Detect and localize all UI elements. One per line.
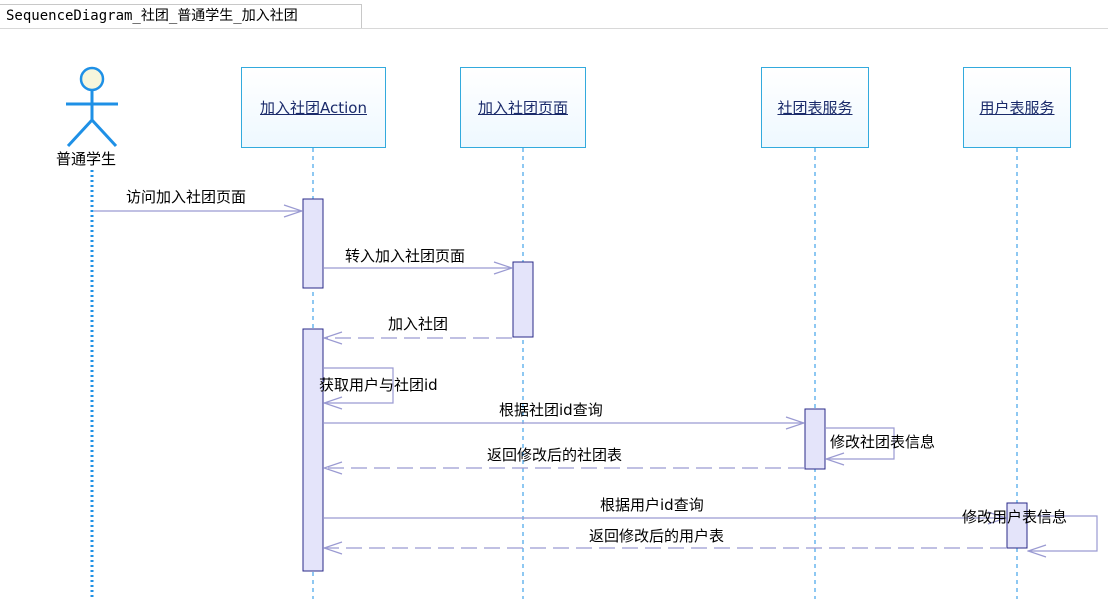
message-arrow-9 — [1028, 515, 1098, 551]
lifeline-page-label: 加入社团页面 — [477, 99, 568, 117]
lifeline-action-label: 加入社团Action — [260, 99, 367, 117]
actor-icon — [66, 66, 118, 148]
lifeline-action-box[interactable]: 加入社团Action — [241, 67, 386, 148]
message-label-3: 加入社团 — [388, 315, 449, 333]
actor-label: 普通学生 — [56, 150, 117, 168]
diagram-title: SequenceDiagram_社团_普通学生_加入社团 — [0, 4, 362, 29]
message-label-2: 转入加入社团页面 — [345, 247, 466, 265]
lifeline-club-service-box[interactable]: 社团表服务 — [761, 67, 869, 148]
message-label-1: 访问加入社团页面 — [126, 188, 247, 206]
activation-user-service — [1006, 502, 1028, 549]
lifeline-user-service-box[interactable]: 用户表服务 — [963, 67, 1071, 148]
lifeline-club-service-label: 社团表服务 — [777, 99, 853, 117]
activation-action-2 — [302, 328, 324, 572]
message-label-4: 获取用户与社团id — [319, 376, 438, 394]
lifeline-page-box[interactable]: 加入社团页面 — [460, 67, 586, 148]
activation-page-1 — [512, 261, 534, 338]
message-label-7: 返回修改后的社团表 — [487, 446, 623, 464]
message-label-9: 修改用户表信息 — [962, 508, 1068, 526]
message-label-6: 修改社团表信息 — [830, 433, 936, 451]
message-label-8: 根据用户id查询 — [600, 496, 704, 514]
activation-club-service — [804, 408, 826, 470]
activation-action-1 — [302, 198, 324, 289]
frame-border — [0, 28, 1108, 29]
message-label-5: 根据社团id查询 — [499, 401, 603, 419]
lifeline-user-service-label: 用户表服务 — [979, 99, 1055, 117]
message-arrow-4 — [324, 367, 394, 403]
message-label-10: 返回修改后的用户表 — [589, 527, 725, 545]
message-arrow-6 — [826, 427, 895, 459]
